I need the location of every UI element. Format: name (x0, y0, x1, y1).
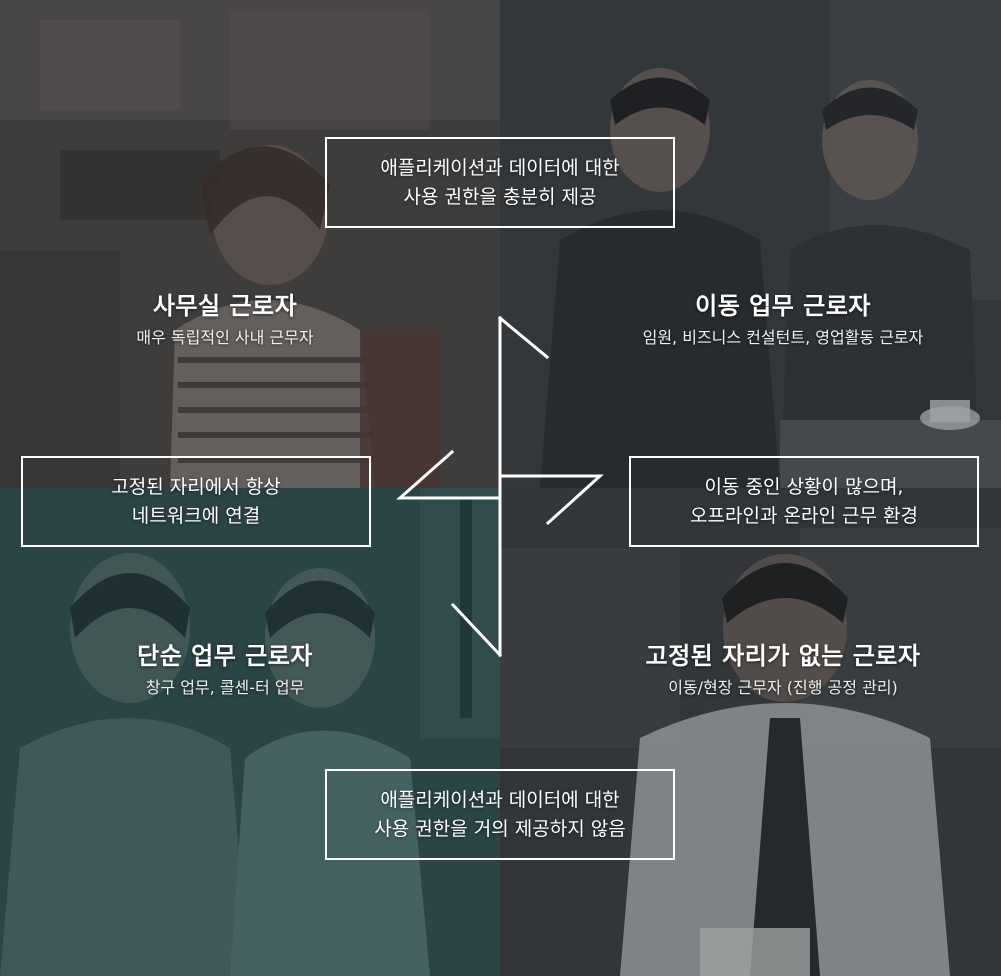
quadrant-nomadic-worker (500, 488, 1001, 976)
axis-bottom-line2: 사용 권한을 거의 제공하지 않음 (374, 817, 626, 840)
quadrant-mobile-worker (500, 0, 1001, 488)
task-worker-title: 단순 업무 근로자 (137, 642, 313, 670)
axis-top-line1: 애플리케이션과 데이터에 대한 (380, 156, 620, 179)
quadrant-office-worker (0, 0, 500, 488)
axis-left-line2: 네트워크에 연결 (131, 504, 261, 527)
nomadic-worker-title: 고정된 자리가 없는 근로자 (645, 642, 921, 670)
field-photo (500, 488, 1001, 976)
meeting-photo (500, 0, 1001, 488)
task-worker-label: 단순 업무 근로자 창구 업무, 콜센-터 업무 (35, 640, 415, 700)
axis-right-line2: 오프라인과 온라인 근무 환경 (690, 504, 918, 527)
nomadic-worker-label: 고정된 자리가 없는 근로자 이동/현장 근무자 (진행 공정 관리) (593, 640, 973, 700)
office-worker-subtitle: 매우 독립적인 사내 근무자 (136, 328, 314, 347)
nomadic-worker-subtitle: 이동/현장 근무자 (진행 공정 관리) (668, 678, 898, 697)
axis-label-top: 애플리케이션과 데이터에 대한 사용 권한을 충분히 제공 (325, 137, 675, 228)
axis-bottom-line1: 애플리케이션과 데이터에 대한 (380, 788, 620, 811)
office-worker-label: 사무실 근로자 매우 독립적인 사내 근무자 (35, 290, 415, 350)
axis-label-right: 이동 중인 상황이 많으며, 오프라인과 온라인 근무 환경 (629, 456, 979, 547)
callcenter-photo (0, 488, 500, 976)
mobile-worker-label: 이동 업무 근로자 임원, 비즈니스 컨설턴트, 영업활동 근로자 (593, 290, 973, 350)
axis-left-line1: 고정된 자리에서 항상 (111, 475, 281, 498)
office-worker-title: 사무실 근로자 (152, 292, 298, 320)
axis-right-line1: 이동 중인 상황이 많으며, (704, 475, 904, 498)
axis-label-bottom: 애플리케이션과 데이터에 대한 사용 권한을 거의 제공하지 않음 (325, 769, 675, 860)
quadrant-task-worker (0, 488, 500, 976)
axis-top-line2: 사용 권한을 충분히 제공 (403, 185, 597, 208)
axis-label-left: 고정된 자리에서 항상 네트워크에 연결 (21, 456, 371, 547)
office-photo (0, 0, 500, 488)
mobile-worker-title: 이동 업무 근로자 (695, 292, 871, 320)
mobile-worker-subtitle: 임원, 비즈니스 컨설턴트, 영업활동 근로자 (642, 328, 924, 347)
task-worker-subtitle: 창구 업무, 콜센-터 업무 (145, 678, 305, 697)
